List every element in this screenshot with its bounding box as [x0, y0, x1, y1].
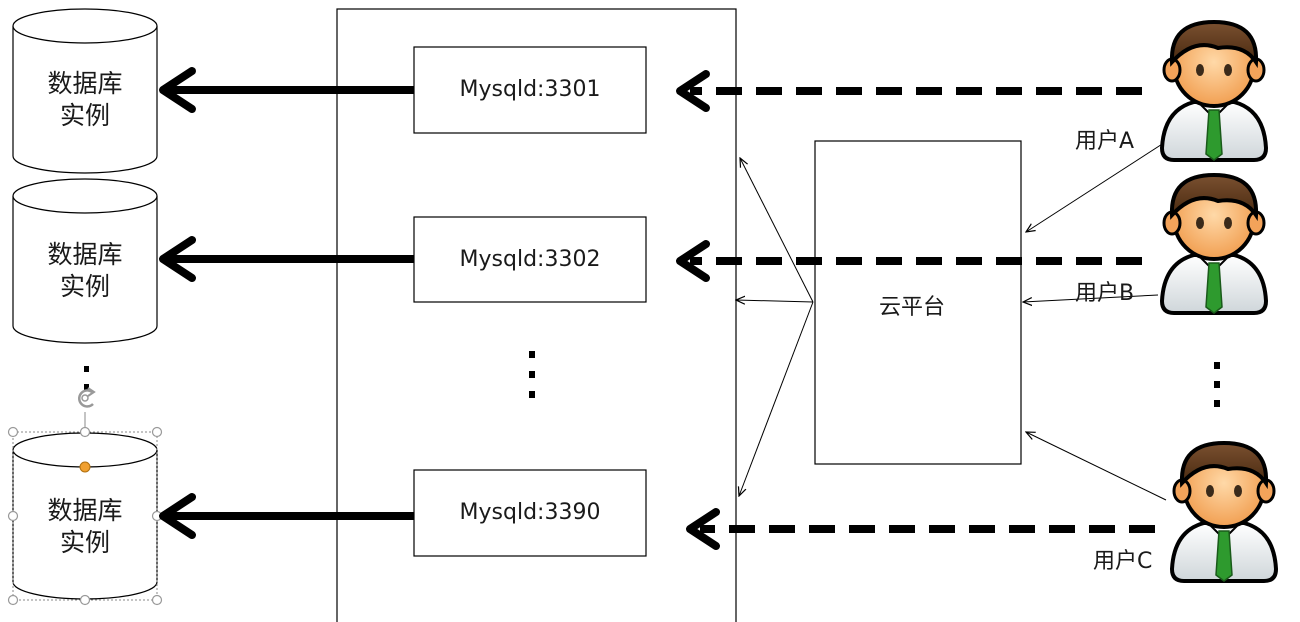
database-label-2: 数据库 实例: [13, 239, 157, 303]
thin-arrows-platform-to-container: [736, 158, 814, 496]
database-label-line2: 实例: [59, 272, 110, 301]
cloud-platform-label: 云平台: [879, 295, 946, 320]
arrow-mysqld-to-db-3: [159, 493, 414, 539]
mysqld-box-1[interactable]: [413, 46, 647, 134]
dashed-arrow-user-a: [676, 70, 1142, 112]
mysqld-ellipsis: [529, 351, 535, 398]
cloud-platform-box[interactable]: [814, 140, 1022, 465]
database-label-line2: 实例: [59, 528, 110, 557]
user-label-b: 用户B: [1075, 281, 1135, 306]
database-cylinder-1[interactable]: [12, 8, 158, 174]
rotate-handle-icon[interactable]: [78, 387, 96, 408]
mysqld-container: [336, 8, 737, 622]
user-label-c: 用户C: [1093, 549, 1153, 574]
user-avatar-icon[interactable]: [1170, 441, 1278, 583]
user-label-a: 用户A: [1075, 129, 1135, 154]
mysqld-label-1: Mysqld:3301: [459, 77, 601, 102]
database-label-line2: 实例: [59, 101, 110, 130]
arrow-mysqld-to-db-1: [159, 67, 414, 113]
database-cylinder-3[interactable]: [12, 432, 158, 600]
mysqld-box-3[interactable]: [413, 469, 647, 557]
database-label-line1: 数据库: [47, 69, 123, 98]
dashed-arrow-user-c: [686, 508, 1155, 550]
thin-arrows-users-to-platform: [1023, 138, 1171, 501]
database-label-line1: 数据库: [47, 496, 123, 525]
database-cylinder-2[interactable]: [12, 178, 158, 344]
database-label-3: 数据库 实例: [13, 495, 157, 559]
mysqld-label-3: Mysqld:3390: [459, 500, 601, 525]
dashed-arrow-user-b: [676, 240, 1142, 282]
selection-handles[interactable]: [7, 412, 163, 606]
mysqld-box-2[interactable]: [413, 216, 647, 303]
database-label-1: 数据库 实例: [13, 68, 157, 132]
mysqld-label-2: Mysqld:3302: [459, 247, 601, 272]
user-avatar-icon[interactable]: [1160, 173, 1268, 315]
database-label-line1: 数据库: [47, 240, 123, 269]
database-ellipsis: [84, 366, 89, 390]
arrow-mysqld-to-db-2: [159, 236, 414, 282]
user-ellipsis: [1214, 362, 1220, 407]
user-avatar-icon[interactable]: [1160, 20, 1268, 162]
